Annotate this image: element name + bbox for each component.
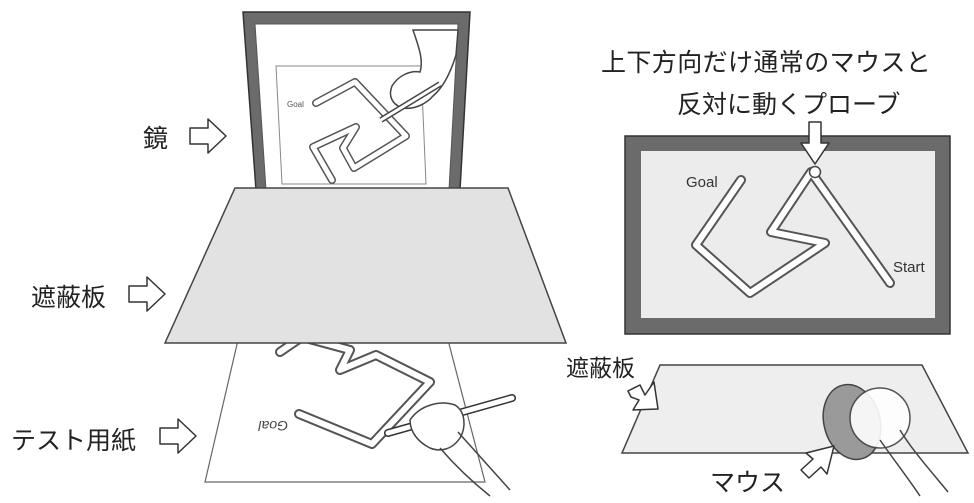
arrow-shield-right xyxy=(627,381,659,411)
label-probe-line2: 反対に動くプローブ xyxy=(677,90,901,119)
arrows xyxy=(128,118,835,479)
label-shield-right: 遮蔽板 xyxy=(566,356,635,382)
label-shield-left: 遮蔽板 xyxy=(31,283,107,312)
hand-on-mouse xyxy=(849,387,911,449)
screen-goal-text: Goal xyxy=(686,174,718,191)
mirror-goal-text: Goal xyxy=(287,100,304,109)
arrow-mouse xyxy=(800,445,835,479)
screen-start-text: Start xyxy=(893,259,926,276)
arrow-test-paper xyxy=(159,418,197,454)
label-mirror: 鏡 xyxy=(143,124,169,153)
paper-goal-text: Goal xyxy=(258,418,288,434)
mirror-hand xyxy=(379,29,459,123)
label-probe-line1: 上下方向だけ通常のマウスと xyxy=(601,48,932,77)
mirror-maze-path xyxy=(309,78,410,184)
shield-board-left xyxy=(163,187,568,344)
label-mouse: マウス xyxy=(710,468,786,497)
arrow-probe xyxy=(800,121,830,165)
paper-hand xyxy=(384,394,516,497)
arrow-mirror xyxy=(189,118,227,154)
probe-cursor xyxy=(808,165,822,179)
screen: Goal Start xyxy=(624,135,951,335)
label-test-paper: テスト用紙 xyxy=(11,426,137,455)
arrow-shield-left xyxy=(128,276,166,312)
mouse-area xyxy=(620,364,970,497)
mirror: Goal xyxy=(242,11,471,191)
test-paper: Goal xyxy=(204,332,516,497)
